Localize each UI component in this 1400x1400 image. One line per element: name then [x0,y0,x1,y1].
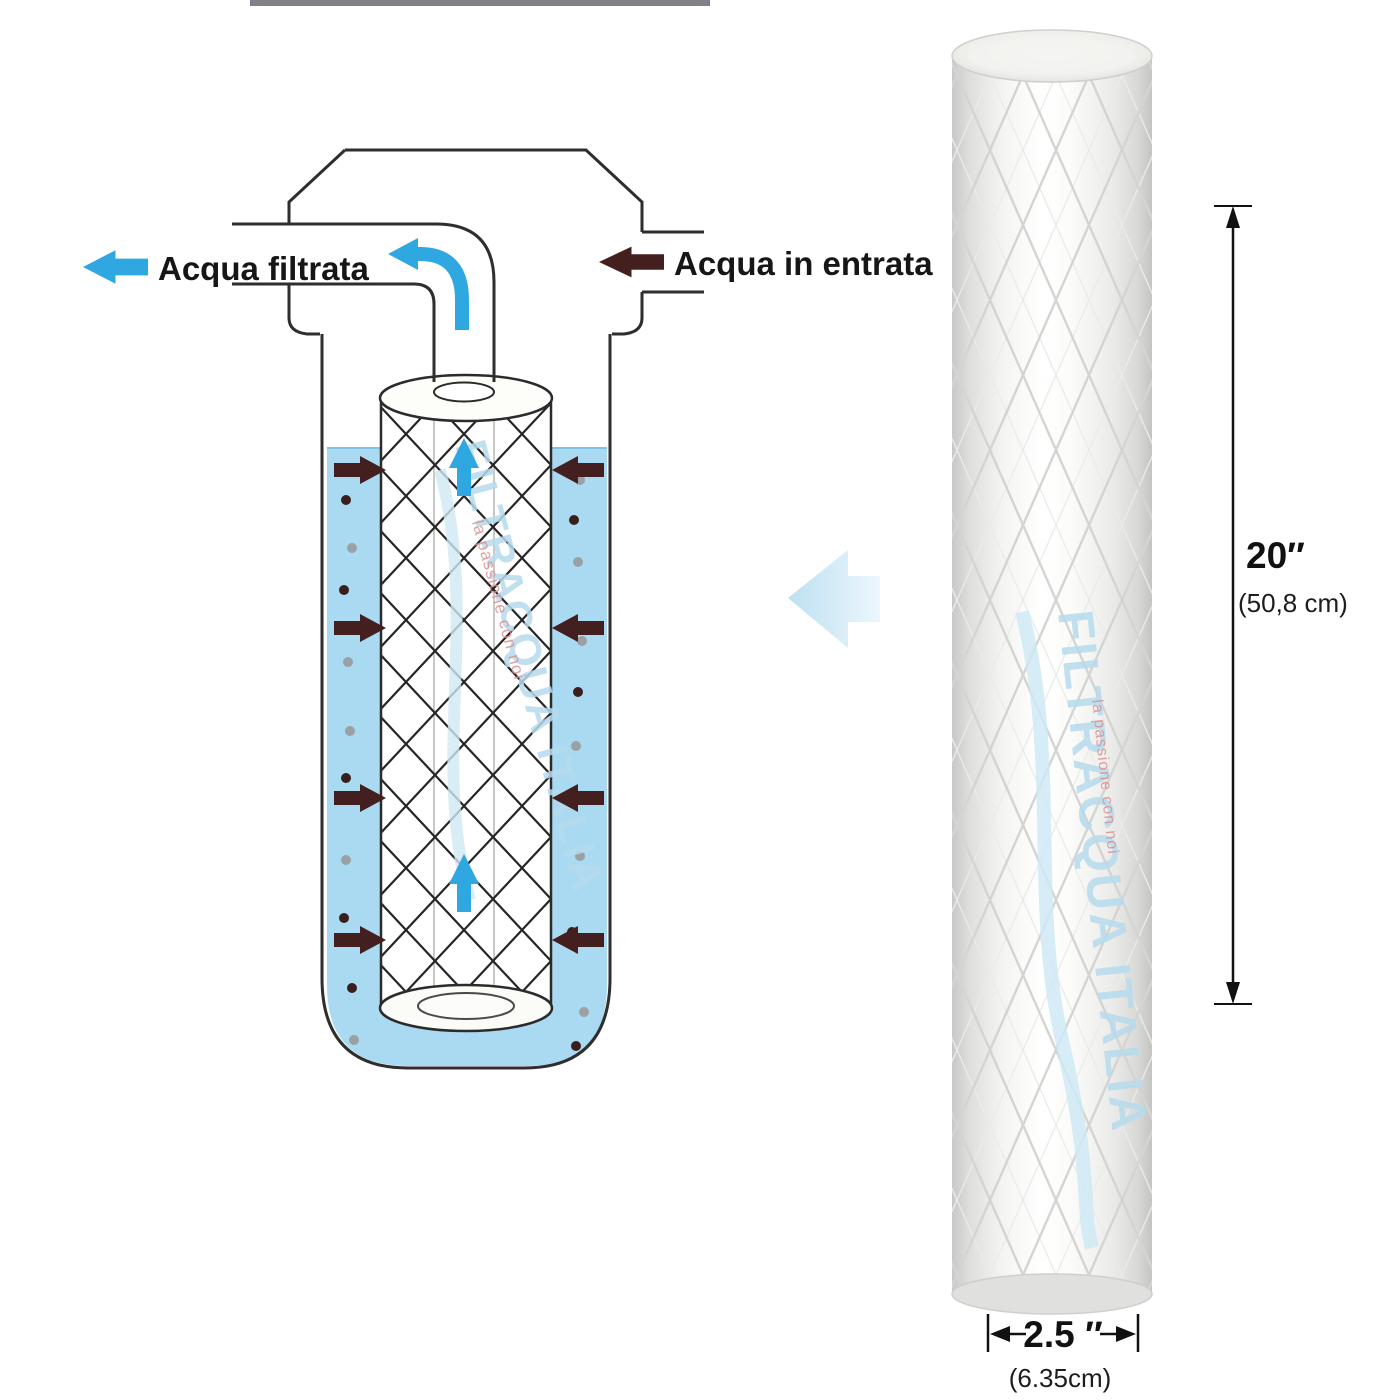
cartridge-photo: FILTRACQUA ITALIA la passione con noi [951,29,1153,1315]
filtered-water-label: Acqua filtrata [158,250,370,287]
cylinder-top-hole [433,381,495,403]
diameter-dimension: 2.5 ″ (6.35cm) [986,1314,1140,1393]
soft-pointer-arrow-icon [788,550,880,648]
watermark-swoosh [434,468,476,902]
outlet-pipe-inner [232,282,436,382]
diameter-ticks [986,1314,1140,1352]
outlet-pipe-outer [232,222,496,382]
cropped-top-artifact [250,0,710,6]
diameter-metric-label: (6.35cm) [1009,1363,1112,1393]
watermark-swoosh [1015,610,1099,1250]
cartridge-top-inner [968,37,1136,75]
inlet-stub [642,230,704,294]
cap-right-outline [345,148,644,336]
inlet-water-label: Acqua in entrata [674,245,933,282]
particle-dots [339,475,589,1051]
height-arrow-up-icon [1226,206,1240,228]
diameter-value-label: 2.5 ″ [1023,1314,1103,1355]
outlet-flow-arrow [388,238,469,330]
cylinder-bottom-core [417,992,515,1020]
diameter-arrow-right-icon [1116,1326,1136,1342]
housing-outline [232,148,704,1070]
height-dimension: 20″ (50,8 cm) [1214,205,1348,1005]
cartridge-bottom-cap [951,1273,1153,1315]
housing-bowl-outline [320,334,612,1070]
filtered-water-arrow-icon [83,250,148,284]
diameter-arrow-left-icon [990,1326,1010,1342]
inlet-water-arrow-icon [599,246,664,278]
height-value-label: 20″ [1246,535,1305,576]
cap-left-outline [287,148,347,336]
diagram-labels: Acqua filtrata Acqua in entrata [83,245,933,287]
outlet-arrowhead-icon [388,238,418,270]
height-arrow-down-icon [1226,982,1240,1004]
height-metric-label: (50,8 cm) [1238,588,1348,618]
